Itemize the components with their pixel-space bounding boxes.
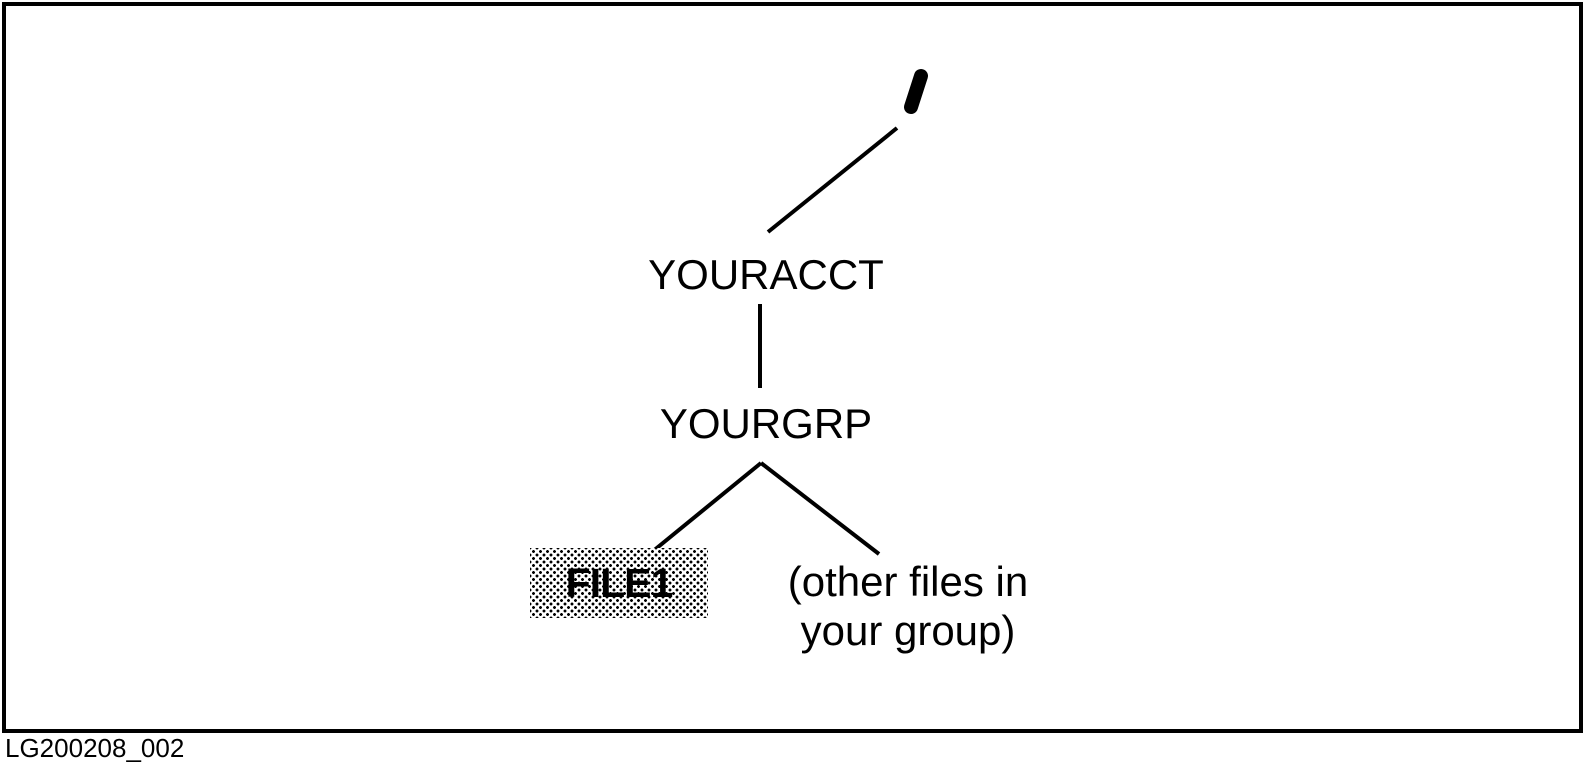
edge-group-to-file bbox=[645, 461, 763, 558]
edge-group-to-other-files bbox=[759, 461, 881, 556]
node-file1-box: FILE1 bbox=[530, 548, 708, 618]
node-other-files-line2: your group) bbox=[800, 607, 1016, 654]
node-other-files-line1: (other files in bbox=[787, 558, 1029, 605]
node-file1-label: FILE1 bbox=[565, 559, 674, 606]
root-slash-icon bbox=[904, 69, 928, 114]
node-youracct: YOURACCT bbox=[648, 251, 884, 298]
diagram-border bbox=[2, 2, 1583, 733]
node-other-files: (other files in your group) bbox=[788, 557, 1028, 655]
edge-root-to-account bbox=[766, 126, 899, 234]
node-yourgrp: YOURGRP bbox=[659, 400, 873, 447]
figure-id: LG200208_002 bbox=[5, 733, 185, 763]
